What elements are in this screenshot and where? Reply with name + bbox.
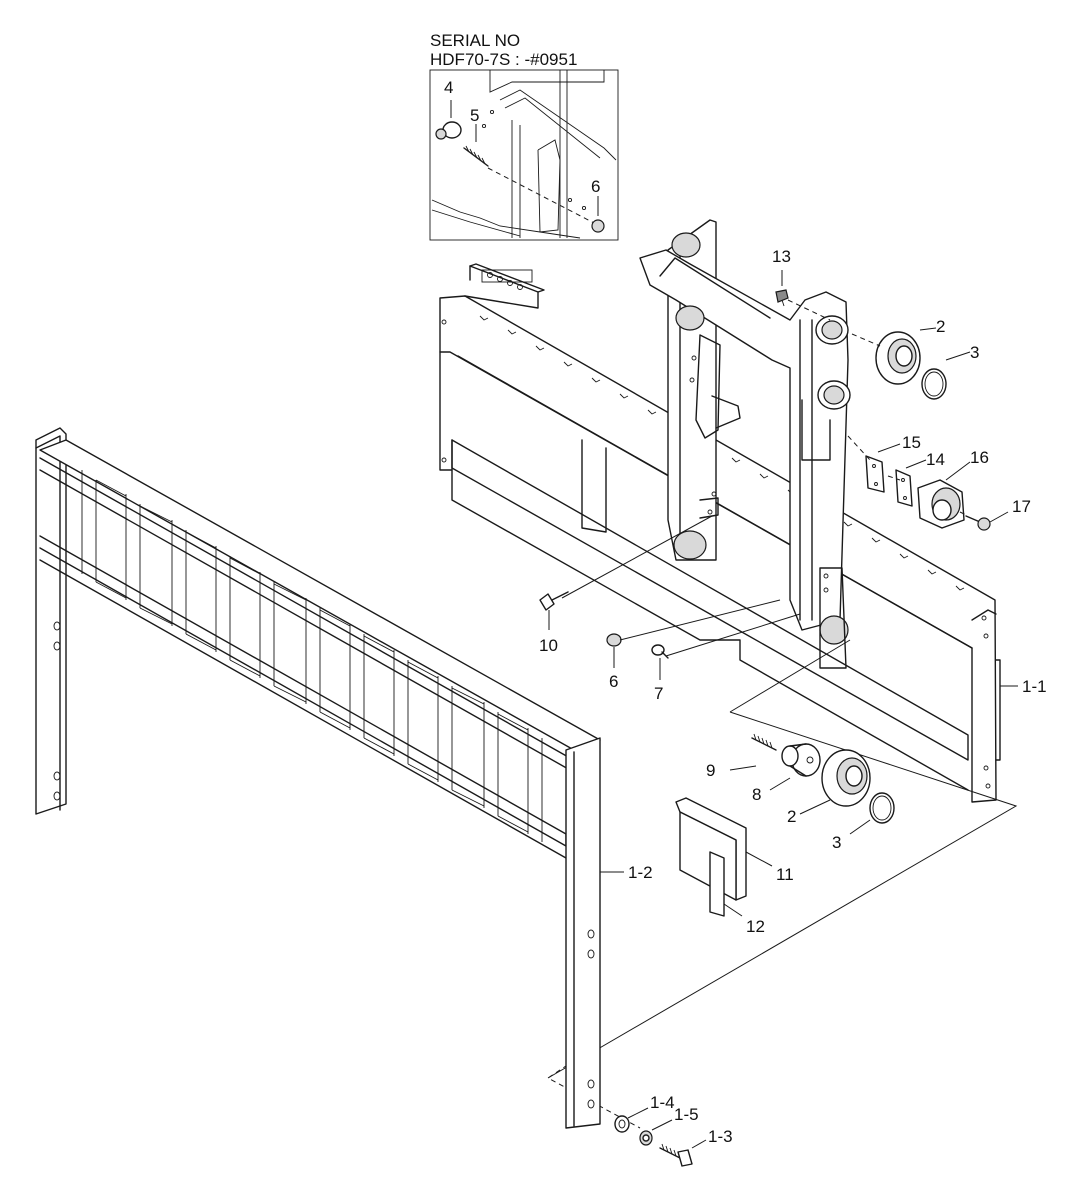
callout-8: 8: [752, 785, 761, 804]
washer-1-4-icon: [614, 1115, 630, 1133]
callout-7: 7: [654, 684, 663, 703]
callout-14: 14: [926, 450, 945, 469]
callout-13: 13: [772, 247, 791, 266]
bolt-10-icon: [539, 591, 569, 611]
bearing-2-upper-icon: [875, 331, 921, 385]
shim-plate-12-icon: [709, 851, 725, 917]
callout-15: 15: [902, 433, 921, 452]
serial-inset-detail: [429, 69, 619, 241]
callout-2-lower: 2: [787, 807, 796, 826]
callout-11: 11: [776, 865, 794, 884]
inset-nut-4-icon: [435, 121, 462, 140]
nut-6-icon: [606, 633, 622, 647]
washer-1-5-icon: [639, 1130, 653, 1146]
screw-7-icon: [651, 644, 669, 659]
callout-1-2: 1-2: [628, 863, 653, 882]
bearing-2-lower-icon: [821, 749, 871, 807]
callout-3-upper: 3: [970, 343, 979, 362]
shim-15-icon: [865, 455, 885, 493]
side-roller-16-icon: [917, 479, 965, 529]
bolt-13-icon: [775, 289, 789, 307]
callout-1-4: 1-4: [650, 1093, 675, 1112]
stud-9-icon: [751, 733, 777, 751]
inset-nut-6-icon: [591, 219, 605, 233]
inset-spring-5-icon: [463, 145, 489, 167]
serial-model-range: HDF70-7S : -#0951: [430, 50, 578, 69]
callout-1-3: 1-3: [708, 1127, 733, 1146]
carriage-assembly-1-1: [439, 219, 1001, 803]
snap-ring-3-upper-icon: [921, 368, 947, 400]
callout-17: 17: [1012, 497, 1031, 516]
callout-6: 6: [609, 672, 618, 691]
collar-8-icon: [781, 743, 821, 777]
callout-10: 10: [539, 636, 558, 655]
callout-9: 9: [706, 761, 715, 780]
callout-1-1: 1-1: [1022, 677, 1047, 696]
load-backrest-1-2: [35, 427, 601, 1129]
snap-ring-3-lower-icon: [869, 792, 895, 824]
callout-2-upper: 2: [936, 317, 945, 336]
shim-14-icon: [895, 469, 913, 507]
callout-1-5: 1-5: [674, 1105, 699, 1124]
callout-16: 16: [970, 448, 989, 467]
callout-12: 12: [746, 917, 765, 936]
callout-3-lower: 3: [832, 833, 841, 852]
callout-inset-5: 5: [470, 106, 479, 125]
callout-inset-6: 6: [591, 177, 600, 196]
serial-no-label: SERIAL NO: [430, 31, 521, 50]
callout-inset-4: 4: [444, 78, 453, 97]
bolt-17-icon: [965, 515, 991, 531]
bolt-1-3-icon: [659, 1143, 693, 1167]
